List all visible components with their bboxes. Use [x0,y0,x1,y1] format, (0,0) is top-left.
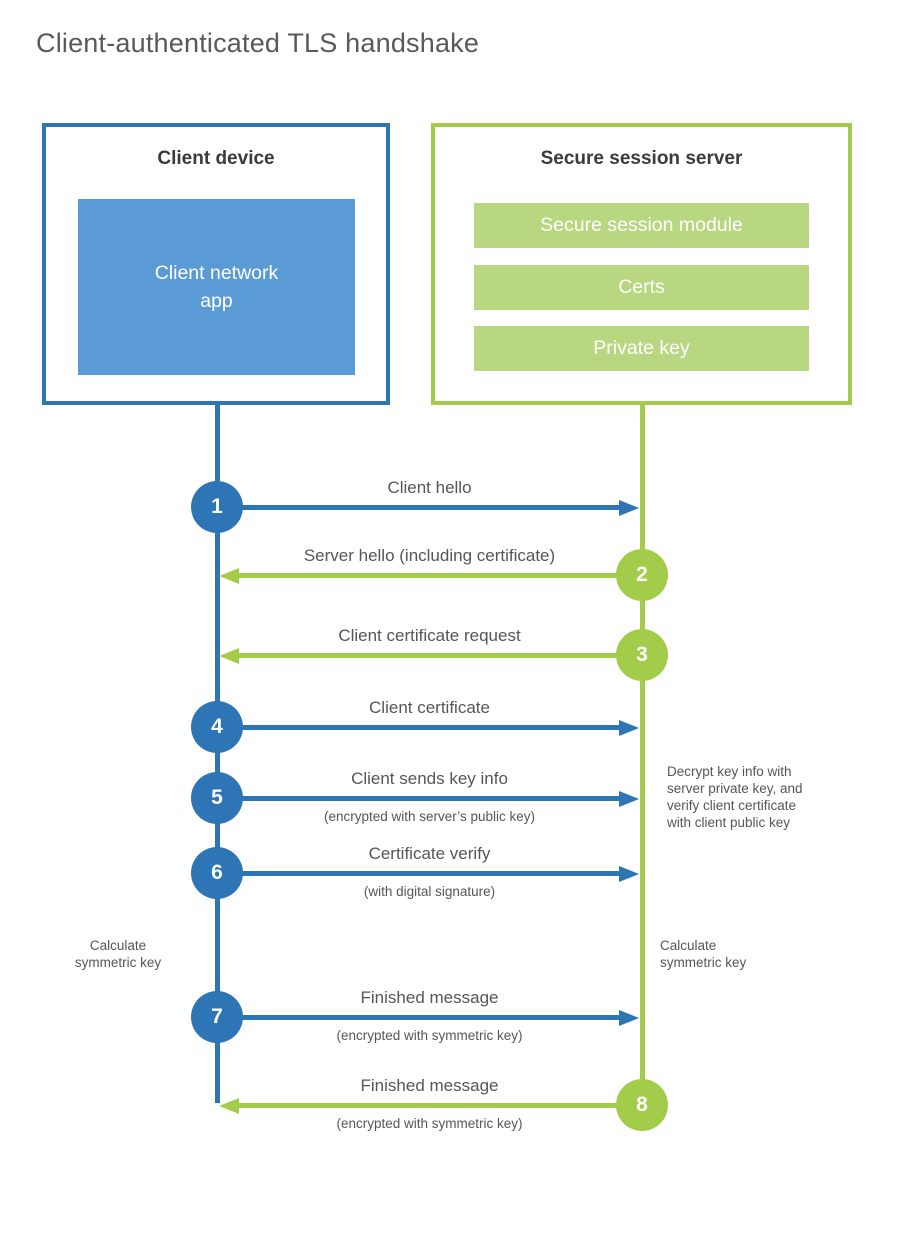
step-2-label: Server hello (including certificate) [303,546,556,565]
arrow-finished-client [242,1010,639,1026]
client-device-title: Client device [157,148,275,169]
arrow-line [242,505,619,510]
arrow-line [239,1103,617,1108]
arrow-head-icon [219,648,239,664]
arrow-head-icon [219,1098,239,1114]
server-module-certs: Certs [474,265,809,310]
step-3-label: Client certificate request [338,626,521,645]
arrow-line [242,725,619,730]
server-module-secure-session: Secure session module [474,203,809,248]
step-7-badge: 7 [191,991,243,1043]
step-6-badge: 6 [191,847,243,899]
arrow-line [242,796,619,801]
server-lifeline [640,405,645,1105]
step-4-label: Client certificate [369,698,490,717]
arrow-certificate-verify [242,866,639,882]
client-calculate-note: Calculate symmetric key [74,938,162,970]
arrow-line [242,871,619,876]
step-6-label: Certificate verify [368,844,491,863]
arrow-line [242,1015,619,1020]
arrow-head-icon [619,500,639,516]
step-7-label: Finished message [360,988,499,1007]
step-8-label: Finished message [360,1076,499,1095]
arrow-client-cert-request [219,648,617,664]
server-module-private-key: Private key [474,326,809,371]
step-3-badge: 3 [616,629,668,681]
arrow-head-icon [619,866,639,882]
step-8-badge: 8 [616,1079,668,1131]
arrow-line [239,573,617,578]
step-1-label: Client hello [387,478,472,497]
client-lifeline [215,405,220,1103]
server-box-title: Secure session server [540,148,743,169]
page-title: Client-authenticated TLS handshake [36,28,480,58]
step-7-sublabel: (encrypted with symmetric key) [336,1028,523,1043]
client-network-app-rect: Client network app [78,199,355,375]
arrow-server-hello [219,568,617,584]
step-6-sublabel: (with digital signature) [363,884,496,899]
arrow-head-icon [619,791,639,807]
arrow-head-icon [219,568,239,584]
arrow-line [239,653,617,658]
step-5-sublabel: (encrypted with server’s public key) [323,809,536,824]
step-8-sublabel: (encrypted with symmetric key) [336,1116,523,1131]
arrow-head-icon [619,1010,639,1026]
arrow-head-icon [619,720,639,736]
server-decrypt-note: Decrypt key info with server private key… [667,764,803,830]
server-calculate-note: Calculate symmetric key [660,938,747,970]
arrow-client-key-info [242,791,639,807]
step-2-badge: 2 [616,549,668,601]
step-5-badge: 5 [191,772,243,824]
step-4-badge: 4 [191,701,243,753]
arrow-finished-server [219,1098,617,1114]
step-5-label: Client sends key info [351,769,508,788]
arrow-client-certificate [242,720,639,736]
arrow-client-hello [242,500,639,516]
step-1-badge: 1 [191,481,243,533]
